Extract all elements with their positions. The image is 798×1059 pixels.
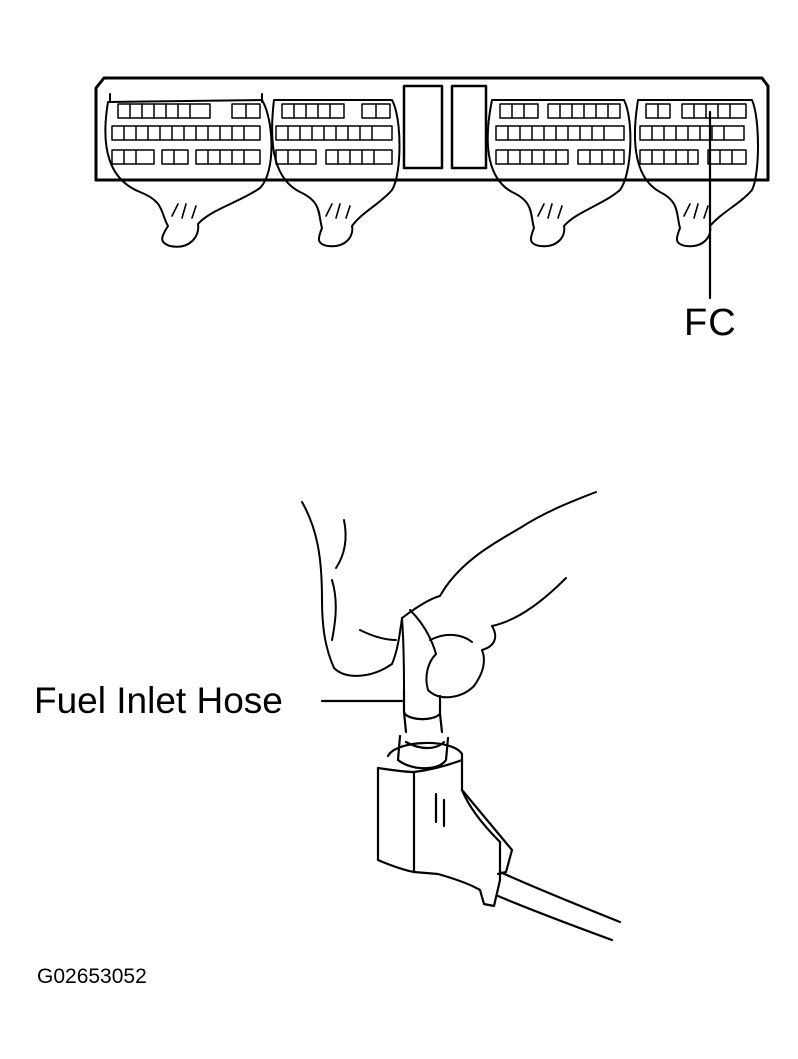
connector-3 <box>486 99 632 248</box>
pump-fitting <box>376 734 622 942</box>
connector-4 <box>633 99 759 248</box>
fuel-inlet-hose-label: Fuel Inlet Hose <box>34 680 283 721</box>
fuel-inlet-hose <box>402 688 444 734</box>
fc-terminal-label: FC <box>684 302 737 344</box>
connector-2 <box>271 99 401 248</box>
hand-illustration <box>301 491 597 699</box>
ecu-connector-block <box>94 76 770 248</box>
connector-1 <box>104 93 273 248</box>
terminal-rows <box>111 103 747 165</box>
figure-code: G02653052 <box>37 965 147 988</box>
